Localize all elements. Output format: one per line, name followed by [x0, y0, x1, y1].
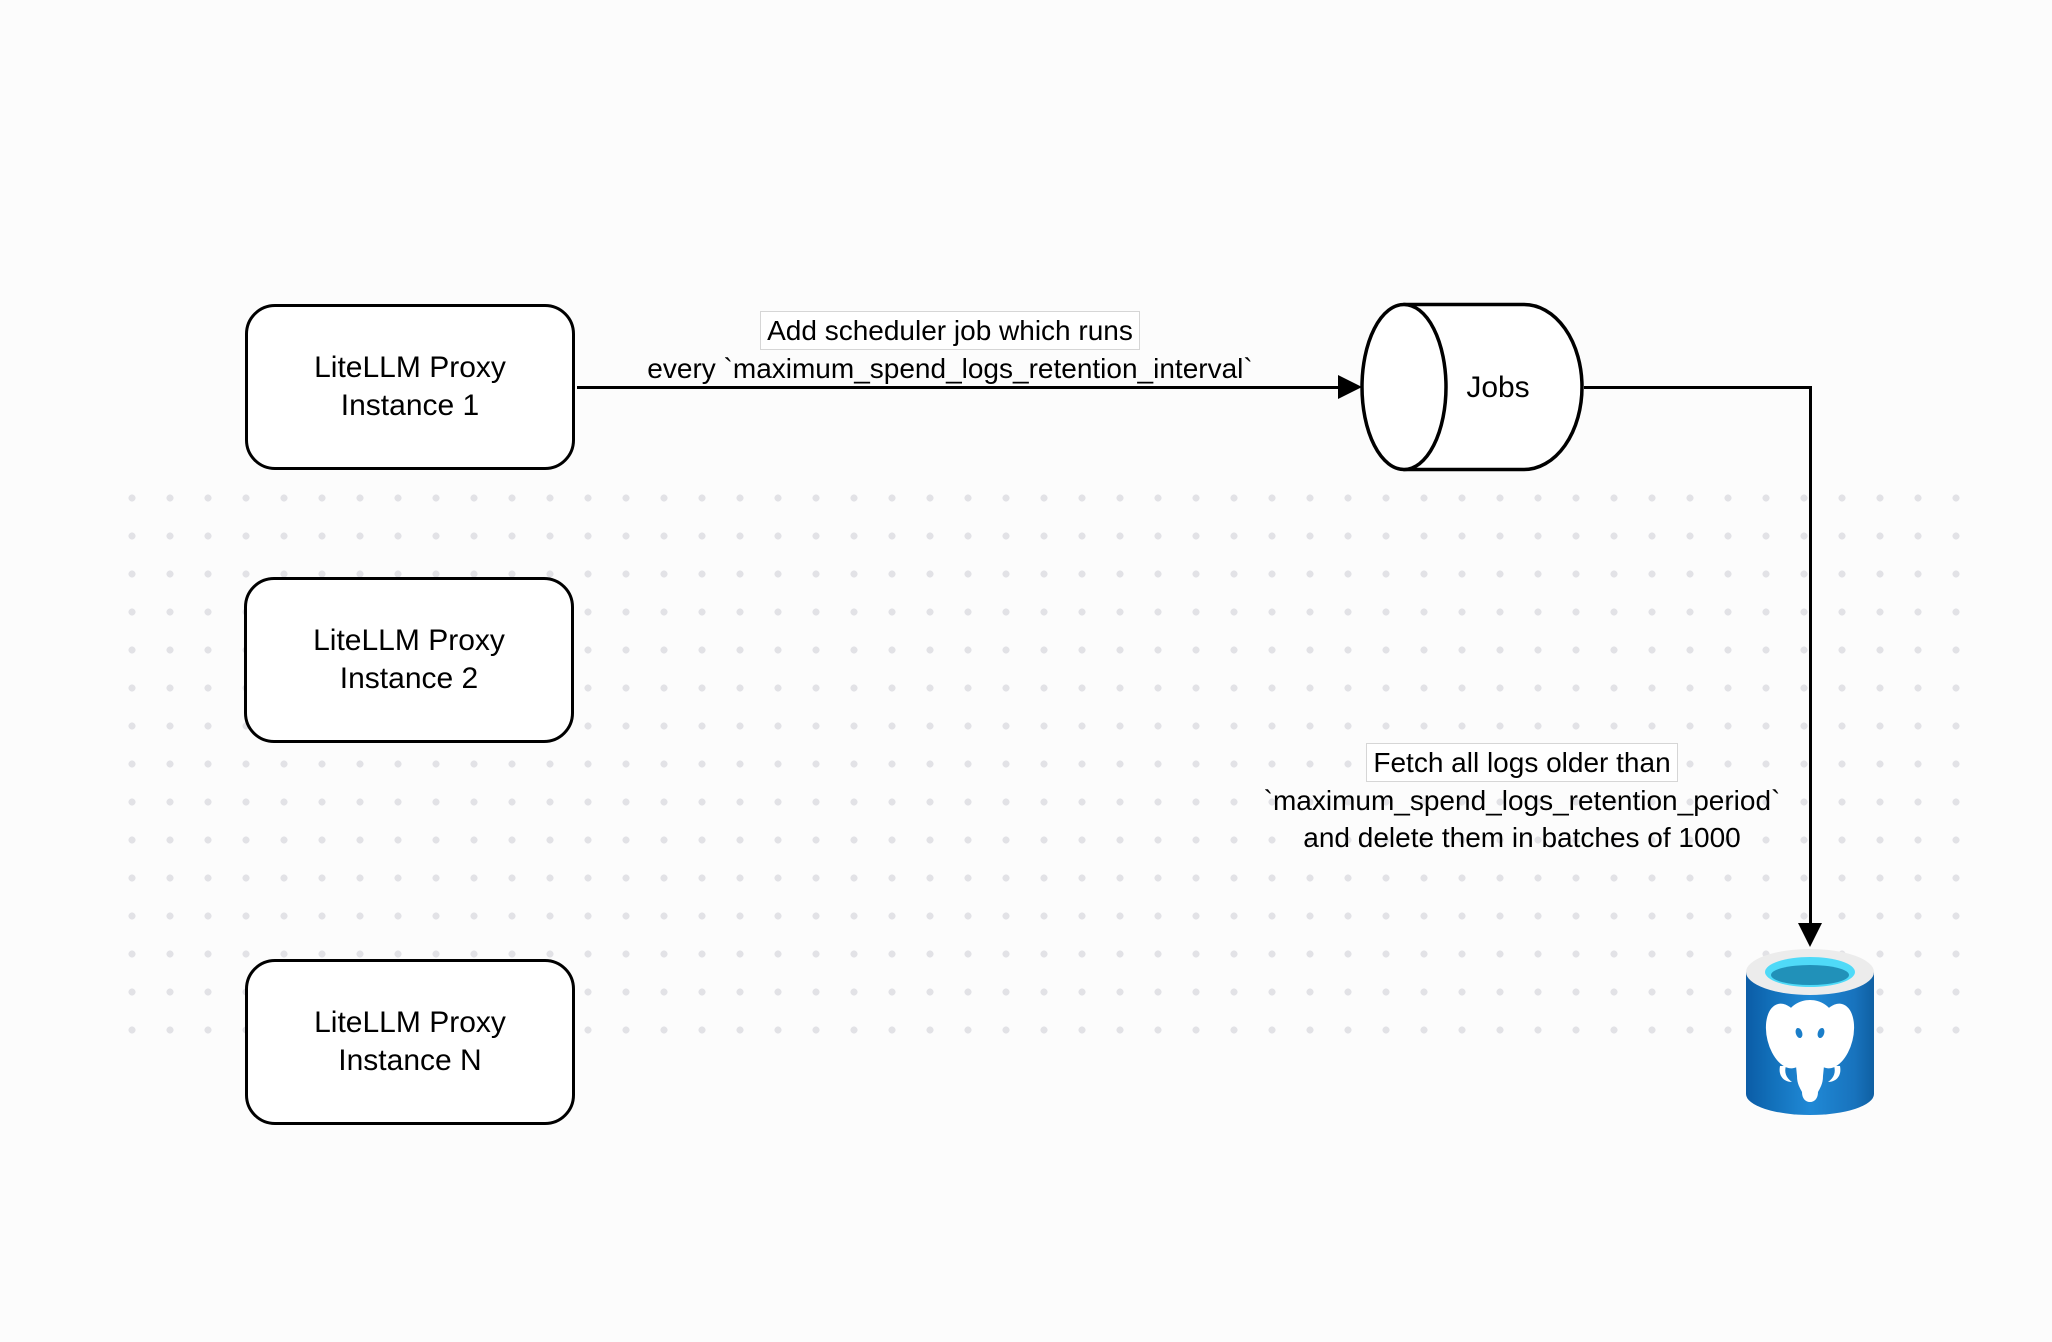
node-litellm-proxy-instance-n: LiteLLM Proxy Instance N [245, 959, 575, 1125]
edge-label-line: and delete them in batches of 1000 [1303, 822, 1741, 853]
edge-label-line: Fetch all logs older than [1366, 743, 1678, 782]
edge-label-line: `maximum_spend_logs_retention_period` [1263, 785, 1781, 816]
cylinder-face [1360, 302, 1448, 472]
node-label-line: LiteLLM Proxy [313, 624, 505, 657]
node-label-line: LiteLLM Proxy [314, 1006, 506, 1039]
cylinder-body [1402, 302, 1584, 472]
edge-label-line: Add scheduler job which runs [760, 311, 1140, 350]
node-label-line: Instance 2 [339, 662, 479, 695]
edge-label-fetch-delete: Fetch all logs older than `maximum_spend… [1172, 743, 1872, 856]
node-label-line: LiteLLM Proxy [314, 351, 506, 384]
database-liquid [1771, 965, 1849, 985]
elephant-eyes [1795, 1027, 1825, 1039]
postgresql-database-icon [1746, 949, 1874, 1115]
arrowhead-right-icon [1338, 375, 1362, 399]
postgres-elephant-logo [1765, 1000, 1855, 1102]
node-litellm-proxy-instance-1: LiteLLM Proxy Instance 1 [245, 304, 575, 470]
node-label-line: Instance N [338, 1044, 482, 1077]
node-litellm-proxy-instance-2: LiteLLM Proxy Instance 2 [244, 577, 574, 743]
edge-fetch-line-vertical [1809, 386, 1812, 923]
node-label-line: Instance 1 [340, 389, 480, 422]
jobs-node-label: Jobs [1466, 371, 1530, 404]
edge-scheduler-line [577, 386, 1340, 389]
edge-fetch-line-horizontal [1584, 386, 1811, 389]
node-jobs-queue-cylinder [1360, 302, 1584, 472]
arrowhead-down-icon [1798, 923, 1822, 947]
edge-label-scheduler: Add scheduler job which runs every `maxi… [600, 311, 1300, 387]
edge-label-line: every `maximum_spend_logs_retention_inte… [647, 353, 1253, 384]
